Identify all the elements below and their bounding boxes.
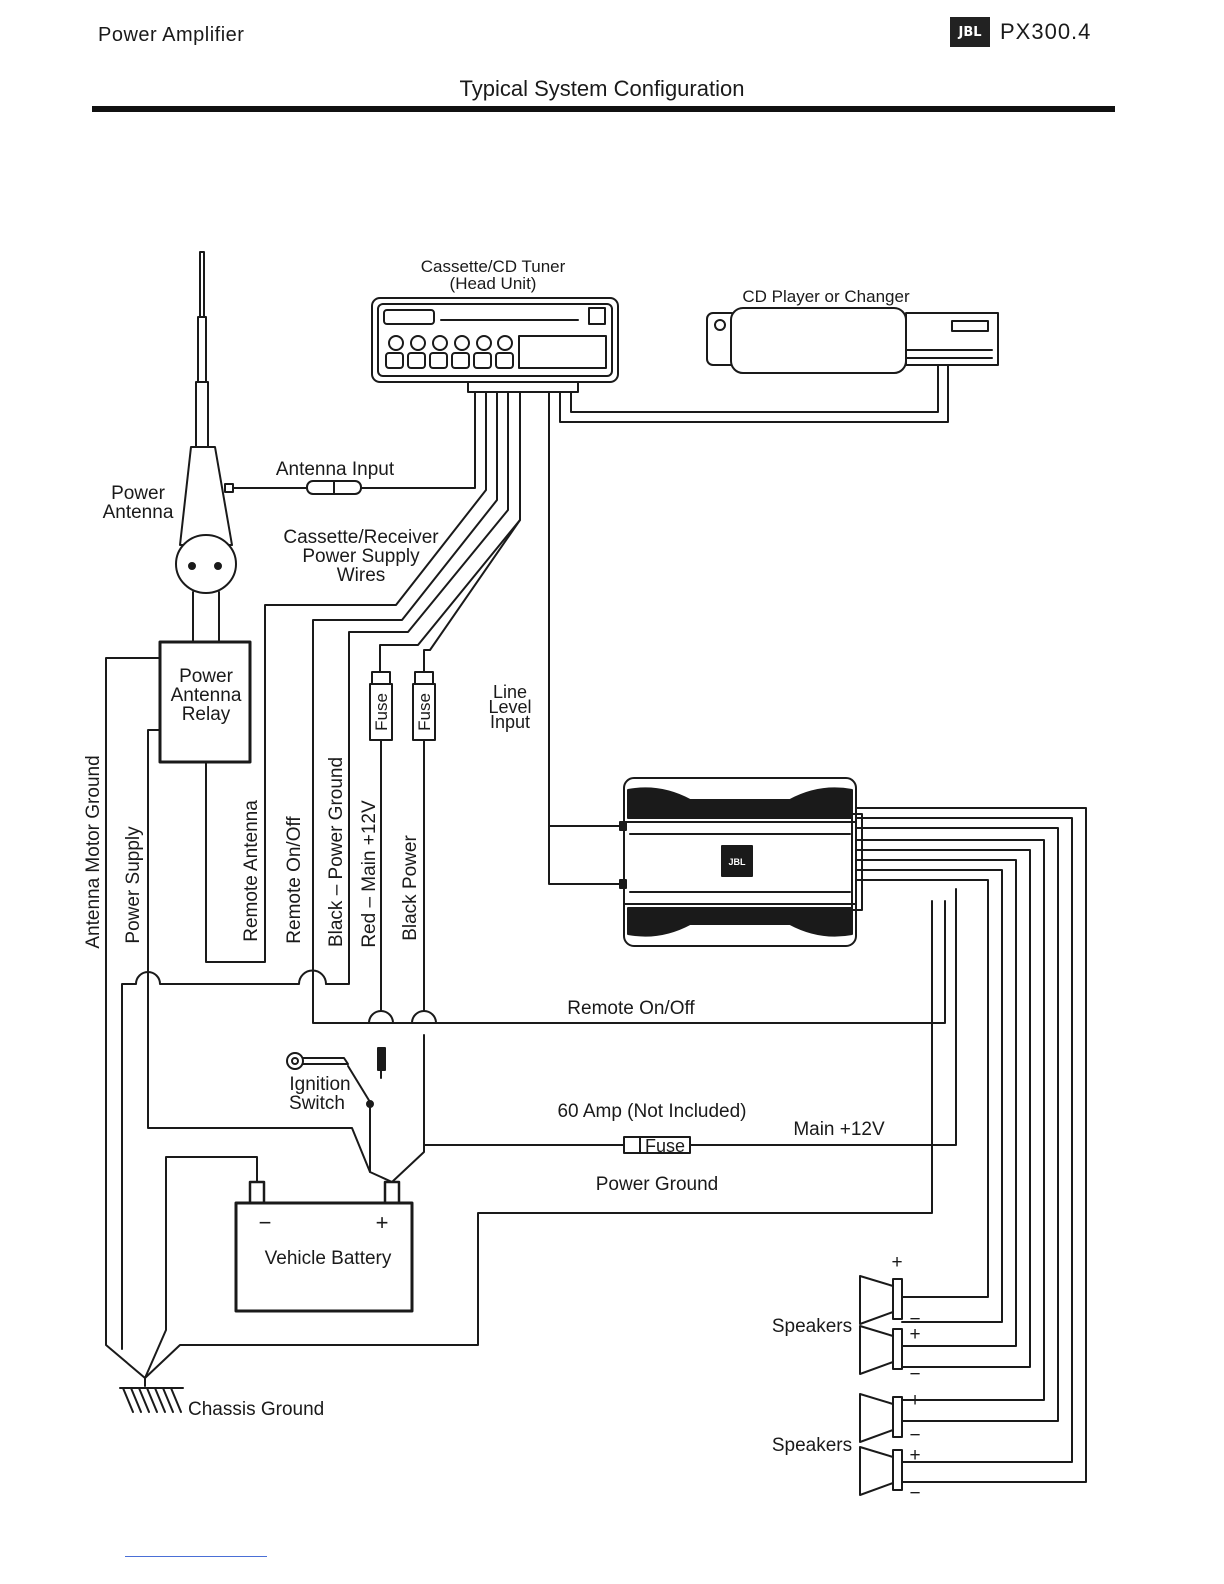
section-title: Power Amplifier	[98, 24, 245, 46]
wire-red-main: Red – Main +12V	[359, 800, 380, 948]
vehicle-battery	[234, 1201, 414, 1313]
main-fuse-label: Fuse	[645, 1136, 685, 1156]
title-rule	[92, 106, 1115, 112]
amp-logo: JBL	[728, 857, 746, 867]
wire-main-12v: Main +12V	[793, 1119, 885, 1140]
head-unit-label-2: (Head Unit)	[450, 274, 537, 293]
relay-label-3: Relay	[182, 704, 231, 725]
supply-wires-label-1: Cassette/Receiver	[283, 527, 439, 548]
head-unit-label-1: Cassette/CD Tuner	[421, 257, 566, 276]
fuse-label-black: Fuse	[415, 693, 434, 731]
ignition-key	[286, 1052, 349, 1070]
power-antenna	[175, 251, 237, 594]
jbl-logo: JBL	[950, 17, 990, 47]
fuse-60amp-label: 60 Amp (Not Included)	[557, 1101, 746, 1122]
speakers-rear	[859, 1393, 903, 1496]
speakers-front	[859, 1275, 903, 1375]
line-level-label-3: Input	[490, 712, 530, 732]
wire-remote-on-off-vertical: Remote On/Off	[284, 816, 305, 944]
supply-wires-label-3: Wires	[337, 565, 386, 586]
battery-negative: −	[259, 1210, 272, 1235]
cd-changer-label: CD Player or Changer	[742, 287, 910, 306]
wire-black-power-ground: Black – Power Ground	[326, 757, 347, 947]
relay-label-1: Power	[179, 666, 234, 687]
speaker2-minus: −	[909, 1364, 920, 1385]
header-brand: JBL PX300.4	[950, 16, 1091, 48]
wire-antenna-motor-ground: Antenna Motor Ground	[83, 755, 104, 948]
line-level-label-1: Line	[493, 682, 527, 702]
wire-remote-on-off: Remote On/Off	[567, 998, 695, 1019]
battery-positive: +	[376, 1210, 389, 1235]
fuse-label-red: Fuse	[372, 693, 391, 731]
power-antenna-label-1: Power	[111, 483, 166, 504]
battery-label: Vehicle Battery	[265, 1248, 392, 1269]
power-antenna-relay	[158, 640, 252, 764]
wire-remote-antenna: Remote Antenna	[241, 800, 262, 942]
speaker3-minus: −	[909, 1425, 920, 1446]
speakers-label-front: Speakers	[772, 1316, 852, 1337]
antenna-input-label: Antenna Input	[276, 459, 395, 480]
relay-label-2: Antenna	[171, 685, 242, 706]
speakers-label-rear: Speakers	[772, 1435, 852, 1456]
speaker3-plus: +	[909, 1390, 920, 1411]
wire-power-ground: Power Ground	[596, 1174, 719, 1195]
page-title: Typical System Configuration	[459, 76, 745, 101]
speaker1-minus: −	[909, 1309, 920, 1330]
speaker4-plus: +	[909, 1445, 920, 1466]
wire-black-power: Black Power	[400, 835, 421, 941]
chassis-ground-label: Chassis Ground	[188, 1399, 324, 1420]
head-unit	[371, 297, 619, 393]
power-antenna-label-2: Antenna	[103, 502, 174, 523]
ignition-label-1: Ignition	[289, 1074, 350, 1095]
speaker1-plus: +	[891, 1252, 902, 1273]
wire-power-supply: Power Supply	[123, 826, 144, 944]
bottom-link-line	[125, 1556, 267, 1557]
speaker4-minus: −	[909, 1483, 920, 1504]
model-number: PX300.4	[1000, 19, 1092, 44]
amplifier	[619, 777, 863, 947]
supply-wires-label-2: Power Supply	[302, 546, 420, 567]
cd-changer	[706, 307, 999, 374]
ignition-label-2: Switch	[289, 1093, 345, 1114]
line-level-label-2: Level	[488, 697, 531, 717]
speaker2-plus: +	[909, 1324, 920, 1345]
